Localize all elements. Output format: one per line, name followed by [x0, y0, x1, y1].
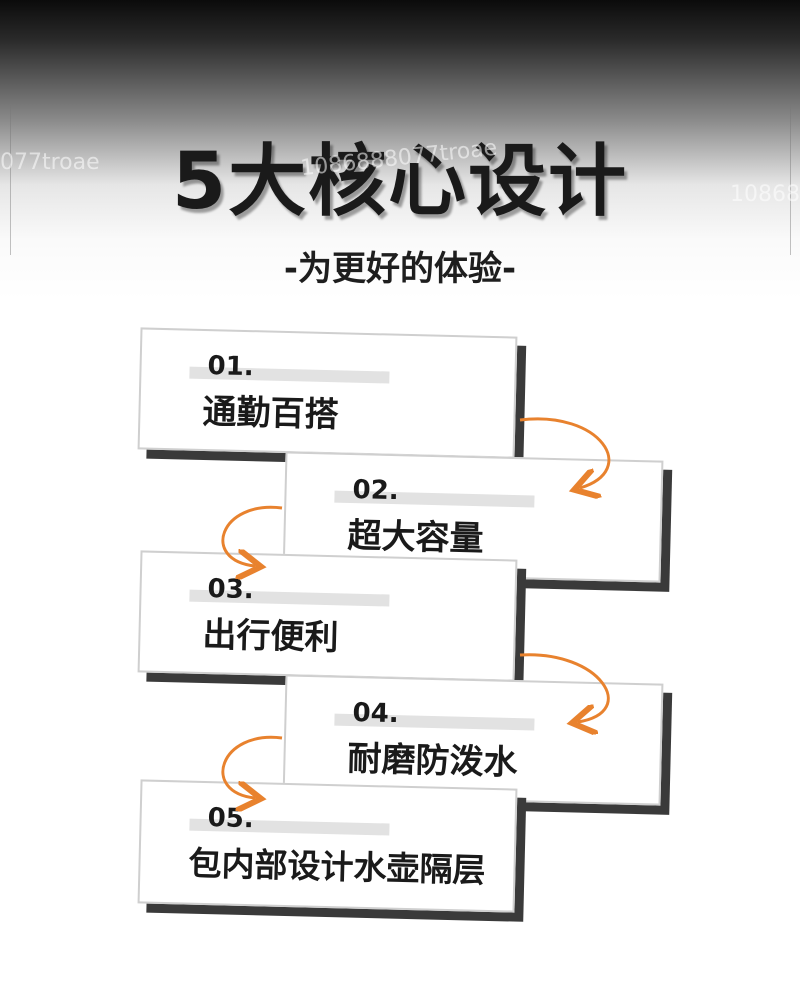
- feature-label: 超大容量: [347, 515, 484, 560]
- feature-card-3: 03. 出行便利: [137, 550, 518, 682]
- feature-number: 05.: [207, 803, 255, 835]
- feature-label: 出行便利: [202, 614, 339, 659]
- feature-number: 04.: [352, 698, 400, 730]
- feature-label: 包内部设计水壶隔层: [188, 843, 486, 890]
- feature-number: 02.: [352, 475, 400, 507]
- feature-card-1: 01. 通勤百搭: [137, 327, 518, 459]
- feature-label: 通勤百搭: [202, 391, 339, 436]
- header-frame: [10, 104, 791, 255]
- watermark-right: 10868: [730, 182, 800, 207]
- feature-card-5: 05. 包内部设计水壶隔层: [137, 779, 518, 913]
- watermark-left: 077troae: [0, 150, 100, 175]
- feature-label: 耐磨防泼水: [347, 738, 518, 784]
- page-title: 5大核心设计: [171, 137, 629, 227]
- page-subtitle: -为更好的体验-: [283, 249, 517, 289]
- feature-number: 01.: [207, 351, 255, 383]
- feature-number: 03.: [207, 574, 255, 606]
